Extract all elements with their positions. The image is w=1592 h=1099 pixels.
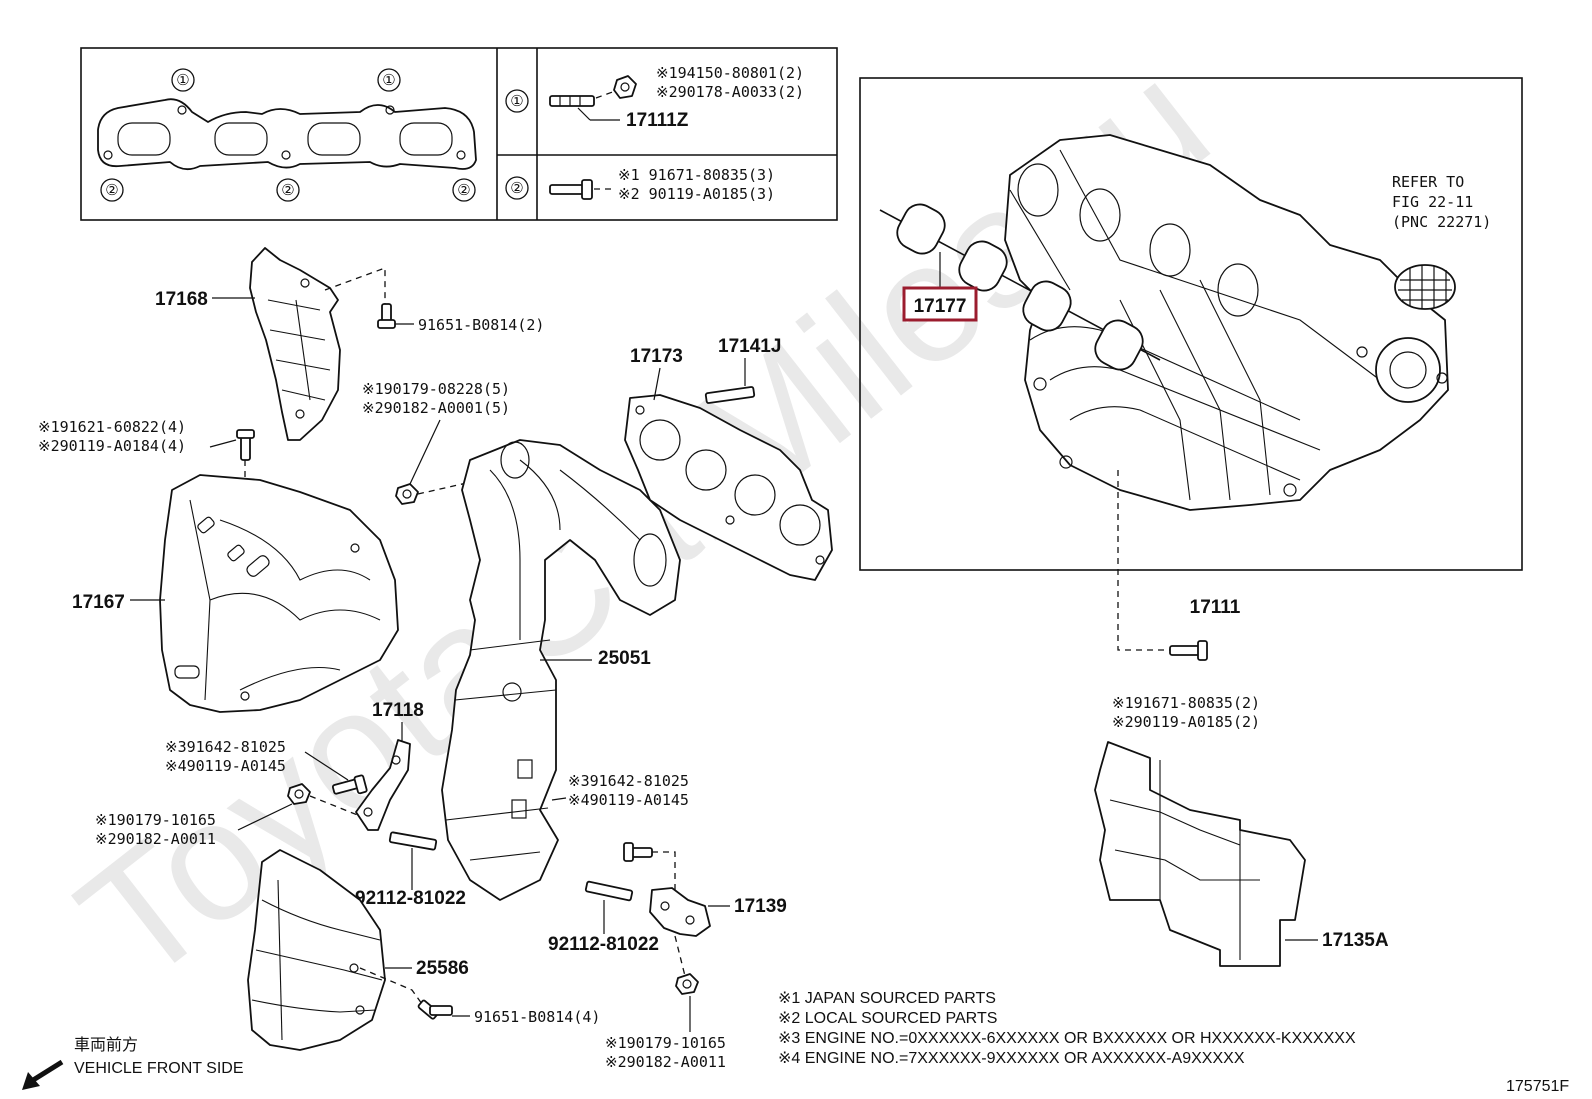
stud-bolt-icon <box>388 831 438 851</box>
bolt-icon <box>549 179 593 200</box>
front-label-jp: 車両前方 <box>74 1036 138 1054</box>
fastener-190179-b-2: ※290182-A0011 <box>95 830 216 848</box>
bolt-icon <box>236 429 255 461</box>
svg-text:※194150-80801(2): ※194150-80801(2) <box>656 64 804 82</box>
part-17141j-label[interactable]: 17141J <box>718 336 781 357</box>
svg-text:②: ② <box>457 182 470 199</box>
note-4: ※4 ENGINE NO.=7XXXXXX-9XXXXXX OR AXXXXXX… <box>778 1050 1245 1067</box>
refer-line2: FIG 22-11 <box>1392 193 1473 211</box>
intake-manifold-box: REFER TO FIG 22-11 (PNC 22271) 17177 <box>859 77 1523 571</box>
svg-text:※290178-A0033(2): ※290178-A0033(2) <box>656 83 804 101</box>
part-17111-label[interactable]: 17111 <box>1190 597 1241 618</box>
part-17135a-label[interactable]: 17135A <box>1322 930 1389 951</box>
highlight-17177-box[interactable] <box>902 286 978 322</box>
refer-line1: REFER TO <box>1392 173 1464 191</box>
part-92112-a-label[interactable]: 92112-81022 <box>355 888 466 909</box>
nut-icon <box>395 483 419 505</box>
intake-gasket-drawing <box>879 203 1161 371</box>
svg-text:①: ① <box>510 93 523 110</box>
bracket-17118-drawing <box>355 739 411 831</box>
fastener-191671-2: ※290119-A0185(2) <box>1112 713 1260 731</box>
refer-line3: (PNC 22271) <box>1392 213 1491 231</box>
fastener-391642-b-2: ※490119-A0145 <box>568 791 689 809</box>
intake-manifold-drawing <box>1004 134 1449 511</box>
stud-bolt-icon <box>549 95 595 107</box>
svg-text:②: ② <box>510 180 523 197</box>
heat-insulator-17135a-drawing <box>1094 741 1306 967</box>
part-92112-b-label[interactable]: 92112-81022 <box>548 934 659 955</box>
stud-bolt-icon <box>584 880 634 902</box>
bolt-icon <box>417 999 453 1020</box>
note-1: ※1 JAPAN SOURCED PARTS <box>778 990 996 1007</box>
fastener-190179-a-1: ※190179-08228(5) <box>362 380 510 398</box>
fastener-91651-b: 91651-B0814(4) <box>474 1008 600 1026</box>
part-25051-label[interactable]: 25051 <box>598 648 651 669</box>
svg-text:※1 91671-80835(3): ※1 91671-80835(3) <box>618 166 775 184</box>
note-2: ※2 LOCAL SOURCED PARTS <box>778 1010 997 1027</box>
part-17168-label[interactable]: 17168 <box>155 289 208 310</box>
circle-one-marker: ① <box>377 68 401 92</box>
legend-table: ① ① ② ② ② ① <box>80 47 838 221</box>
heat-shield-17168-drawing <box>249 247 341 441</box>
svg-text:17111Z: 17111Z <box>626 110 689 131</box>
fastener-91651-a: 91651-B0814(2) <box>418 316 544 334</box>
fastener-190179-c-1: ※190179-10165 <box>605 1034 726 1052</box>
bracket-17139-drawing <box>649 887 711 937</box>
fastener-191621-2: ※290119-A0184(4) <box>38 437 186 455</box>
svg-text:①: ① <box>176 72 189 89</box>
bolt-icon <box>1169 640 1208 661</box>
front-label-en: VEHICLE FRONT SIDE <box>74 1060 244 1077</box>
circle-two-marker: ② <box>452 178 476 202</box>
exhaust-manifold-25051-drawing <box>441 439 681 901</box>
figure-id: 175751F <box>1506 1078 1569 1095</box>
fastener-190179-c-2: ※290182-A0011 <box>605 1053 726 1071</box>
part-17118-label[interactable]: 17118 <box>372 700 424 721</box>
fastener-190179-a-2: ※290182-A0001(5) <box>362 399 510 417</box>
legend-row-2: ② ※1 91671-80835(3) ※2 90119-A0185(3) <box>505 166 775 203</box>
part-17177-label[interactable]: 17177 <box>914 296 967 317</box>
stud-bolt-icon <box>704 386 756 404</box>
heat-shield-25586-drawing <box>247 849 386 1051</box>
nut-icon <box>613 75 637 99</box>
circle-one-marker: ① <box>171 68 195 92</box>
gasket-drawing <box>97 98 477 171</box>
exhaust-gasket-17173-drawing <box>624 394 833 581</box>
vehicle-front-indicator: 車両前方 VEHICLE FRONT SIDE <box>22 1036 244 1090</box>
svg-text:②: ② <box>105 182 118 199</box>
part-17173-label[interactable]: 17173 <box>630 346 683 367</box>
svg-text:①: ① <box>382 72 395 89</box>
nut-icon <box>675 973 699 995</box>
throttle-screen-drawing <box>1394 264 1456 310</box>
svg-text:②: ② <box>281 182 294 199</box>
nut-icon <box>287 783 311 805</box>
circle-two-marker: ② <box>276 178 300 202</box>
notes-block: ※1 JAPAN SOURCED PARTS ※2 LOCAL SOURCED … <box>778 990 1356 1067</box>
fastener-191671-1: ※191671-80835(2) <box>1112 694 1260 712</box>
fastener-391642-b-1: ※391642-81025 <box>568 772 689 790</box>
fastener-391642-a-1: ※391642-81025 <box>165 738 286 756</box>
circle-two-marker: ② <box>100 178 124 202</box>
bolt-icon <box>331 774 368 795</box>
note-3: ※3 ENGINE NO.=0XXXXXX-6XXXXXX OR BXXXXXX… <box>778 1030 1356 1047</box>
bolt-icon <box>377 303 396 329</box>
part-25586-label[interactable]: 25586 <box>416 958 469 979</box>
svg-text:※2 90119-A0185(3): ※2 90119-A0185(3) <box>618 185 775 203</box>
part-17139-label[interactable]: 17139 <box>734 896 787 917</box>
part-17167-label[interactable]: 17167 <box>72 592 125 613</box>
heat-insulator-17167-drawing <box>159 474 399 713</box>
fastener-191621-1: ※191621-60822(4) <box>38 418 186 436</box>
fastener-391642-a-2: ※490119-A0145 <box>165 757 286 775</box>
legend-row-1: ① 17111Z ※194150-80801(2) ※290178-A0033(… <box>505 64 804 131</box>
bolt-icon <box>623 842 653 862</box>
front-arrow-icon <box>22 1059 64 1090</box>
fastener-190179-b-1: ※190179-10165 <box>95 811 216 829</box>
